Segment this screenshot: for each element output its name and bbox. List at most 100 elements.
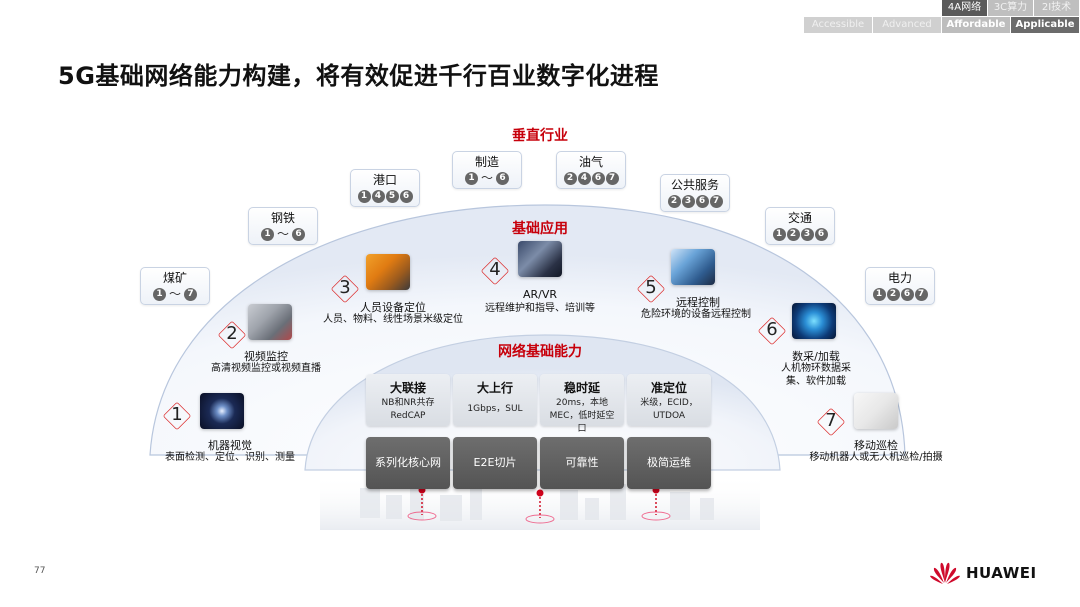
mobile-inspection-image (854, 393, 898, 429)
capability-uplink: 大上行 1Gbps，SUL (453, 374, 537, 426)
tab-applicable: Applicable (1011, 17, 1080, 33)
core-reliability: 可靠性 (540, 437, 624, 489)
number-dot: 7 (709, 195, 723, 208)
capability-heading: 大上行 (476, 381, 513, 395)
capability-detail: 1Gbps，SUL (467, 404, 523, 414)
industry-name: 交通 (787, 211, 812, 225)
ar-vr-image (518, 241, 562, 277)
number-dot: 2 (667, 195, 681, 208)
number-dot: 1 (772, 228, 786, 241)
data-collection-image (792, 303, 836, 339)
capability-detail: 米级，ECID， (640, 398, 698, 408)
capability-heading: 大联接 (389, 381, 426, 395)
app-title-remote-control: 远程控制 (676, 296, 720, 309)
number-dot: 6 (695, 195, 709, 208)
number-dot: 7 (914, 288, 928, 301)
huawei-flower-icon (930, 562, 960, 584)
number-dot: 7 (605, 172, 619, 185)
number-dot: 6 (900, 288, 914, 301)
industry-manufacturing: 制造 1～6 (452, 151, 522, 189)
app-number-2: 2 (221, 322, 243, 346)
page-title: 5G基础网络能力构建，将有效促进千行百业数字化进程 (58, 62, 659, 90)
range-tilde: ～ (168, 287, 181, 301)
video-surveillance-image (248, 304, 292, 340)
tab-4a-network: 4A网络 (942, 0, 988, 16)
tab-3c-compute: 3C算力 (988, 0, 1034, 16)
app-number-4: 4 (484, 258, 506, 282)
number-dot: 7 (184, 288, 197, 301)
capability-detail: 口 (577, 424, 587, 434)
app-desc-data-collection-line2: 集、软件加载 (786, 376, 846, 387)
app-title-machine-vision: 机器视觉 (208, 439, 252, 452)
app-title-positioning: 人员设备定位 (360, 301, 426, 314)
capability-detail: MEC，低时延空 (549, 411, 615, 421)
capability-detail: NB和NR共存 (381, 398, 435, 408)
pillar-tabs: 4A网络 3C算力 2I技术 (942, 0, 1080, 16)
app-number-7: 7 (820, 409, 842, 433)
industry-steel: 钢铁 1～6 (248, 207, 318, 245)
capability-detail: RedCAP (390, 411, 426, 421)
tab-2i-tech: 2I技术 (1034, 0, 1080, 16)
number-dot: 6 (591, 172, 605, 185)
app-title-video-surveillance: 视频监控 (244, 350, 288, 363)
number-dot: 6 (496, 172, 509, 185)
industry-name: 油气 (578, 155, 603, 169)
range-tilde: ～ (480, 171, 493, 185)
app-desc-video-surveillance: 高清视频监控或视频直播 (211, 363, 321, 374)
tab-advanced: Advanced (873, 17, 942, 33)
capability-heading: 准定位 (650, 381, 687, 395)
number-dot: 2 (886, 288, 900, 301)
app-number-5: 5 (640, 276, 662, 300)
industry-name: 制造 (474, 155, 499, 169)
app-desc-ar-vr: 远程维护和指导、培训等 (485, 303, 595, 314)
range-tilde: ～ (276, 227, 289, 241)
number-dot: 1 (357, 190, 371, 203)
app-title-mobile-inspection: 移动巡检 (854, 439, 898, 452)
capability-stable-latency: 稳时延 20ms，本地 MEC，低时延空 口 (540, 374, 624, 434)
app-number-6: 6 (761, 318, 783, 342)
capability-massive-connection: 大联接 NB和NR共存 RedCAP (366, 374, 450, 426)
huawei-wordmark: HUAWEI (966, 564, 1037, 582)
number-dot: 3 (800, 228, 814, 241)
number-dot: 4 (577, 172, 591, 185)
number-dot: 4 (371, 190, 385, 203)
capability-detail: UTDOA (652, 411, 686, 421)
capability-positioning: 准定位 米级，ECID， UTDOA (627, 374, 711, 426)
app-desc-mobile-inspection: 移动机器人或无人机巡检/拍摄 (809, 452, 943, 463)
industry-name: 港口 (372, 173, 397, 187)
number-dot: 2 (786, 228, 800, 241)
remote-control-image (671, 249, 715, 285)
number-dot: 3 (681, 195, 695, 208)
page-number: 77 (34, 566, 46, 576)
number-dot: 5 (385, 190, 399, 203)
tab-affordable: Affordable (942, 17, 1011, 33)
core-network-series: 系列化核心网 (366, 437, 450, 489)
section-vertical-industries: 垂直行业 (512, 128, 568, 144)
section-network-capability: 网络基础能力 (498, 344, 582, 360)
industry-coal: 煤矿 1～7 (140, 267, 210, 305)
app-number-3: 3 (334, 276, 356, 300)
number-dot: 6 (399, 190, 413, 203)
positioning-image (366, 254, 410, 290)
number-dot: 1 (464, 172, 478, 185)
industry-name: 电力 (887, 271, 912, 285)
number-dot: 2 (563, 172, 577, 185)
section-basic-apps: 基础应用 (512, 221, 568, 237)
core-e2e-slicing: E2E切片 (453, 437, 537, 489)
machine-vision-image (200, 393, 244, 429)
app-number-1: 1 (166, 403, 188, 427)
capability-detail: 20ms，本地 (556, 398, 608, 408)
number-dot: 6 (814, 228, 828, 241)
number-dot: 6 (292, 228, 305, 241)
number-dot: 1 (872, 288, 886, 301)
tab-accessible: Accessible (804, 17, 873, 33)
app-title-ar-vr: AR/VR (522, 288, 558, 301)
app-desc-data-collection: 人机物环数据采 (781, 363, 851, 374)
capability-heading: 稳时延 (563, 381, 600, 395)
app-title-data-collection: 数采/加载 (792, 350, 840, 363)
industry-name: 煤矿 (162, 271, 187, 285)
